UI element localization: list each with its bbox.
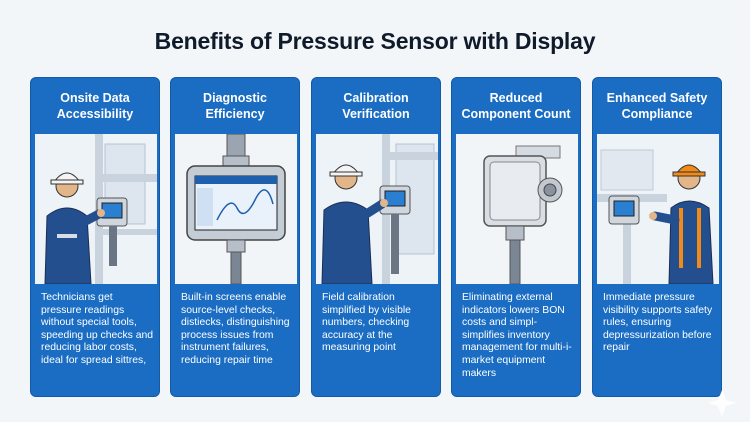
page-title: Benefits of Pressure Sensor with Display bbox=[154, 28, 596, 54]
card-body: Immediate pressure visibility supports s… bbox=[603, 292, 713, 354]
technician-safety-inspection-illustration bbox=[597, 134, 719, 284]
card-heading: Calibration Verification bbox=[342, 91, 410, 121]
benefit-card-safety: Enhanced Safety Compliance Immediate pre… bbox=[592, 77, 722, 397]
sparkle-icon bbox=[708, 390, 736, 416]
benefit-card-calibration: Calibration Verification Field calibrati… bbox=[311, 77, 441, 397]
technician-calibrating-sensor-illustration bbox=[316, 134, 438, 284]
card-heading: Enhanced Safety Compliance bbox=[606, 91, 708, 121]
benefit-card-diagnostic: Diagnostic Efficiency Built-in screens e… bbox=[170, 77, 300, 397]
benefit-card-component-count: Reduced Component Count Eliminating exte… bbox=[451, 77, 581, 397]
card-body: Eliminating external indicators lowers B… bbox=[462, 292, 572, 379]
card-heading: Reduced Component Count bbox=[461, 91, 571, 121]
card-heading: Onsite Data Accessibility bbox=[56, 91, 134, 121]
card-heading: Diagnostic Efficiency bbox=[203, 91, 267, 121]
digital-display-sensor-illustration bbox=[175, 134, 297, 284]
card-body: Technicians get pressure readings withou… bbox=[41, 292, 154, 366]
card-body: Built-in screens enable source-level che… bbox=[181, 292, 290, 366]
sensor-housing-illustration bbox=[456, 134, 578, 284]
technician-reading-gauge-illustration bbox=[35, 134, 157, 284]
benefit-cards: Onsite Data Accessibility bbox=[30, 77, 722, 397]
benefit-card-onsite-data: Onsite Data Accessibility bbox=[30, 77, 160, 397]
card-body: Field calibration simplified by visible … bbox=[322, 292, 411, 354]
